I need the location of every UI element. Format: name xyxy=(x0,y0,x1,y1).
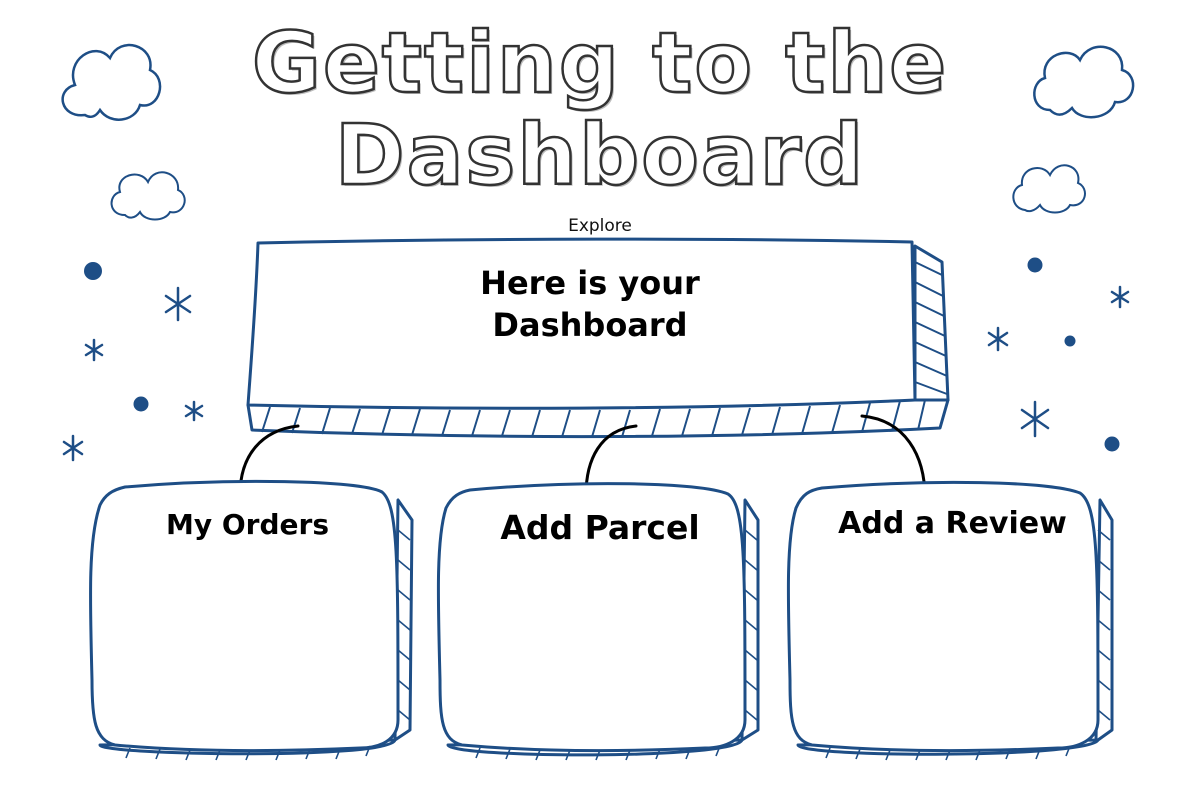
page-title-line-1: Getting to the xyxy=(251,13,949,114)
main-box-line-1: Here is your xyxy=(480,264,700,302)
card-label-my-orders: My Orders xyxy=(166,508,329,541)
card-label-add-review: Add a Review xyxy=(838,506,1067,541)
main-box-line-2: Dashboard xyxy=(492,306,688,344)
cloud-icon-mid-left xyxy=(110,171,186,221)
explore-label: Explore xyxy=(568,216,632,236)
cloud-icon-top-left xyxy=(61,43,162,121)
card-label-add-parcel: Add Parcel xyxy=(500,508,700,547)
cloud-icon-mid-right xyxy=(1012,164,1086,214)
dot-icon-decorations xyxy=(84,257,1120,452)
main-box-text: Here is your Dashboard xyxy=(400,262,780,346)
star-icon-decorations xyxy=(62,285,1130,462)
page-title-line-2: Dashboard xyxy=(334,105,866,206)
cloud-icon-top-right xyxy=(1033,45,1135,119)
card-hatching xyxy=(125,529,1111,761)
main-box-hatching xyxy=(261,261,948,438)
card-add-parcel xyxy=(436,482,760,757)
